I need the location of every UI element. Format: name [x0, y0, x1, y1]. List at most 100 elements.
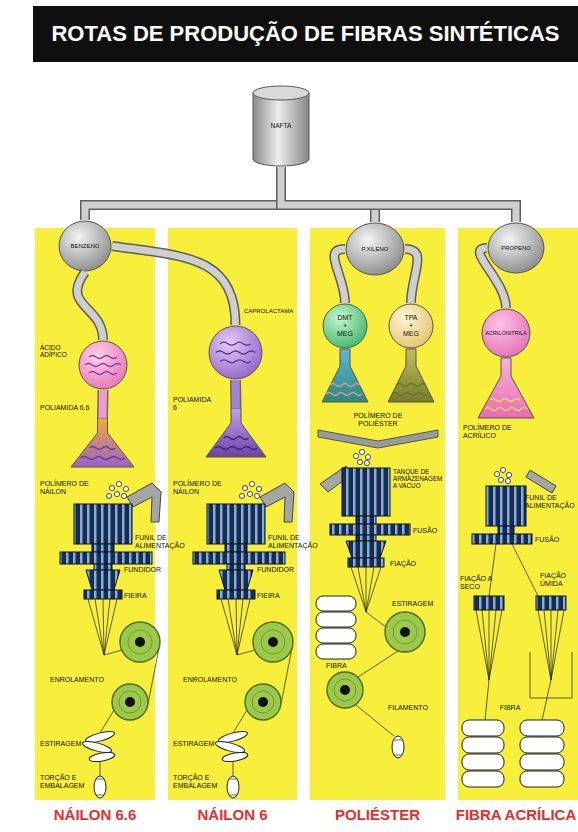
pipe-outline [281, 167, 516, 222]
flask-outline [205, 408, 267, 458]
chemical-sphere: DMT + MEG [322, 303, 368, 349]
node-label: P.XILENO [349, 246, 401, 253]
flask-wave [80, 457, 124, 460]
node-label: ÁCIDO ADÍPICO [40, 344, 76, 358]
fiber-bale [462, 754, 504, 770]
ball-outline [208, 325, 263, 380]
yarn-bobbin [94, 776, 106, 798]
roller-ring [119, 691, 141, 713]
flask-body [206, 408, 266, 457]
merge-chevron [318, 430, 438, 448]
sphere-body [209, 326, 262, 379]
sphere-wave [216, 351, 256, 354]
part-label: TANQUE DE ARMAZENAGEM A VACUO [393, 468, 445, 489]
sphere-body [482, 309, 530, 357]
chemical-sphere: ACRILONITRILA [481, 308, 531, 358]
pipe-connector [77, 272, 103, 340]
part-label: TORÇÃO E EMBALAGEM [173, 774, 221, 790]
pipe-core [77, 272, 103, 340]
pipe-connector [281, 167, 516, 222]
roller-ring [393, 620, 417, 644]
part-label: ESTIRAGEM [40, 740, 84, 748]
fiber-bale [316, 628, 356, 643]
polymer-pellet [123, 486, 128, 491]
pipe-core [112, 246, 236, 325]
polymer-flask [478, 358, 534, 418]
band-title: NÁILON 6 [168, 806, 297, 824]
spinneret-plate [536, 596, 566, 610]
part-label: TORÇÃO E EMBALAGEM [40, 774, 88, 790]
polymer-pellet [500, 467, 505, 472]
polymer-flask [388, 349, 434, 402]
part-label: FUNDIDOR [124, 566, 164, 574]
part-label: FUNIL DE ALIMENTAÇÃO [135, 534, 187, 550]
node-label: POLIAMIDA 6 [173, 396, 215, 411]
flask-wave [485, 408, 527, 411]
flask-wave [490, 399, 520, 402]
fiber-bale [316, 612, 356, 627]
spinneret-cone [346, 541, 386, 558]
pipe-core [281, 167, 516, 222]
pipe-core [99, 390, 108, 418]
pipe-core [480, 248, 506, 308]
pipe-outline [281, 167, 375, 222]
node-label: POLIAMIDA 6.6 [40, 404, 100, 412]
drawing-roller [385, 612, 425, 652]
pipe-connector [334, 249, 345, 303]
node-label: ACRILONITRILA [481, 330, 531, 336]
part-label: FUNIL DE ALIMENTAÇÃO [525, 494, 577, 510]
part-label: FIBRA [499, 704, 521, 712]
part-label: FIAÇÃO ÚMIDA [540, 572, 574, 588]
pipe-connector [281, 167, 375, 222]
polymer-pellet [357, 459, 362, 464]
roller-ring [334, 679, 356, 701]
flask-body [71, 418, 134, 467]
pipe-core [281, 167, 375, 222]
chemical-sphere: ÁCIDO ADÍPICO [78, 340, 128, 390]
roller-hub [400, 627, 410, 637]
band-title: FIBRA ACRÍLICA [454, 806, 578, 824]
pipe-core [405, 249, 417, 303]
polymer-pellet [353, 453, 358, 458]
machine-neck [94, 564, 112, 570]
polymer-pellet [114, 491, 119, 496]
node-label: NAFTA [256, 122, 306, 129]
part-label: FILAMENTO [388, 704, 436, 712]
drawing-roller [327, 672, 363, 708]
melt-lines [489, 544, 538, 596]
chemical-sphere: CAPROLACTAMA [208, 325, 263, 380]
spinneret-cone [86, 570, 120, 590]
spinning-machine [193, 481, 294, 798]
sphere-body [389, 304, 433, 348]
pipe-connector [85, 167, 281, 220]
polymer-pellet [365, 454, 370, 459]
fiber-bale [520, 720, 564, 736]
band-title: NÁILON 6.6 [35, 806, 155, 824]
chemical-sphere: PROPENO [487, 222, 545, 274]
spinneret-plate [474, 596, 504, 610]
spinneret-plate [348, 558, 384, 567]
fiber-bale [316, 644, 356, 659]
polymer-pellet [505, 478, 510, 483]
bobbin-marks [96, 779, 104, 795]
pipe-outline [85, 167, 281, 220]
chemical-sphere: TPA + MEG [388, 303, 434, 349]
roller-hub [125, 697, 135, 707]
drawing-twist [89, 751, 116, 763]
ball-outline [78, 340, 128, 390]
part-label: FUNIL DE ALIMENTAÇÃO [268, 534, 320, 550]
node-label: DMT + MEG [336, 314, 354, 337]
polymer-pellet [106, 493, 111, 498]
yarn-bobbin [392, 736, 404, 758]
part-label: FIBRA [326, 662, 356, 670]
feed-hopper [486, 486, 526, 526]
part-label: FIAÇÃO A SECO [460, 575, 494, 591]
part-label: ENROLAMENTO [50, 676, 110, 684]
sphere-wave [89, 372, 117, 375]
part-label: FIAÇÃO [390, 560, 424, 568]
sphere-body [323, 304, 367, 348]
part-label: ESTIRAGEM [173, 740, 217, 748]
part-label: ESTIRAGEM [392, 600, 436, 608]
pipe-outline [112, 246, 236, 325]
